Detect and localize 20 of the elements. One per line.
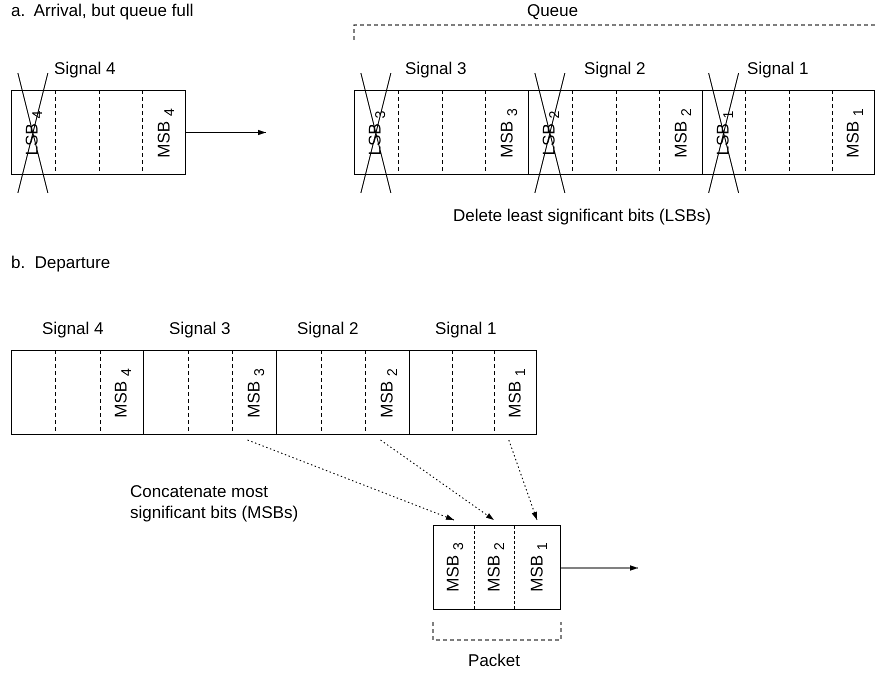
dotted-arrow bbox=[380, 440, 494, 520]
arrow bbox=[560, 565, 638, 571]
signal-heading: Signal 3 bbox=[169, 319, 230, 339]
dotted-arrow bbox=[508, 440, 538, 520]
signal-heading: Signal 2 bbox=[584, 59, 646, 79]
panel-caption: b. Departure bbox=[11, 252, 110, 273]
annotation: Concatenate most significant bits (MSBs) bbox=[130, 481, 300, 523]
dotted-arrow bbox=[247, 440, 454, 520]
signal-heading: Signal 2 bbox=[297, 319, 358, 339]
panel-caption: a. Arrival, but queue full bbox=[11, 0, 194, 21]
bracket-label: Queue bbox=[527, 0, 578, 21]
signal-heading: Signal 1 bbox=[435, 319, 496, 339]
annotation: Delete least significant bits (LSBs) bbox=[453, 205, 711, 226]
signal-heading: Signal 4 bbox=[42, 319, 104, 339]
packet-frame bbox=[433, 525, 561, 610]
signal-heading: Signal 4 bbox=[54, 59, 116, 79]
arrow bbox=[186, 130, 266, 136]
bracket-label: Packet bbox=[468, 650, 520, 671]
signal-heading: Signal 1 bbox=[747, 59, 808, 79]
signal-heading: Signal 3 bbox=[405, 59, 466, 79]
